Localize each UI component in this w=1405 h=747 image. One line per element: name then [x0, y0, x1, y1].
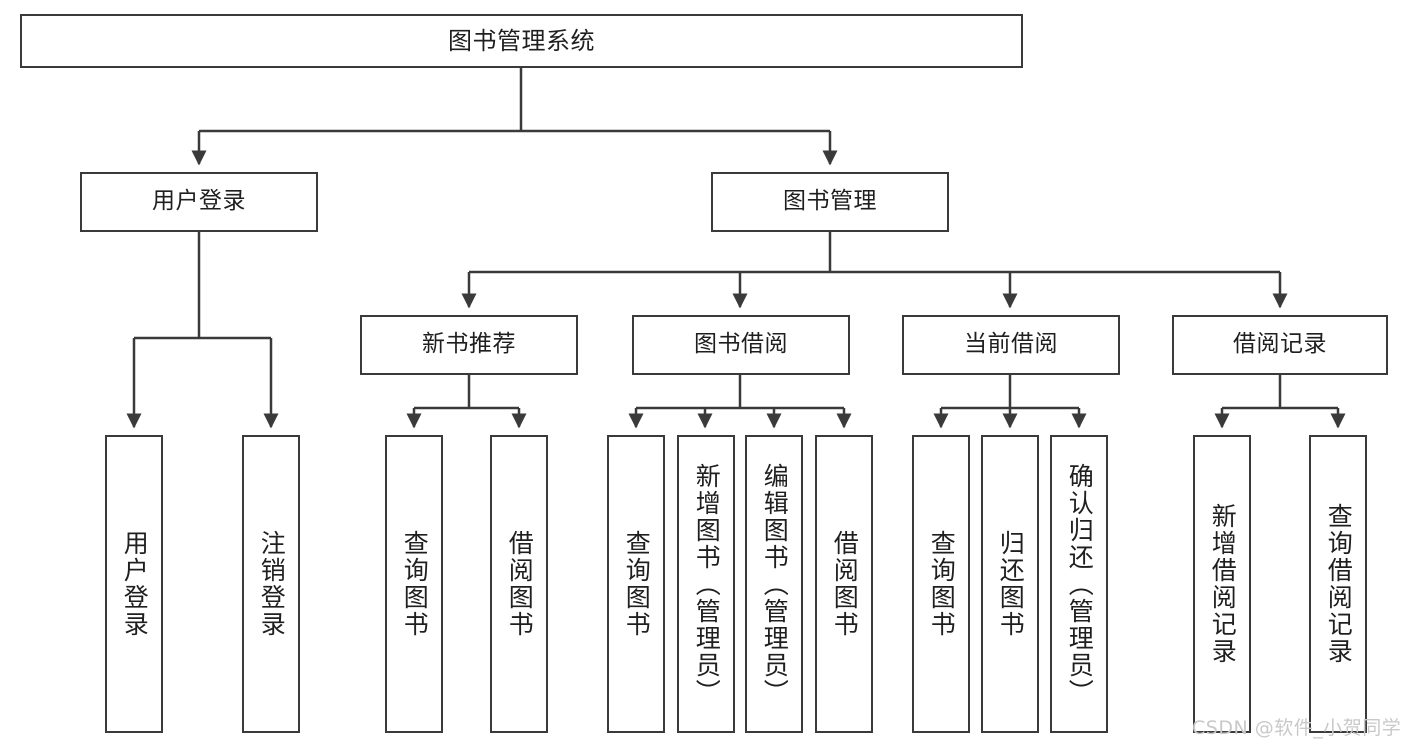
node-user-login-label: 用户登录 — [152, 188, 246, 215]
leaf-user-login[interactable]: 用户登录 — [105, 435, 163, 733]
leaf-query-book-1[interactable]: 查询图书 — [385, 435, 443, 733]
leaf-query-record[interactable]: 查询借阅记录 — [1309, 435, 1367, 733]
leaf-query-book-2[interactable]: 查询图书 — [607, 435, 665, 733]
leaf-query-book-1-label: 查询图书 — [400, 530, 430, 638]
leaf-add-record-label: 新增借阅记录 — [1208, 503, 1238, 665]
leaf-borrow-book-2[interactable]: 借阅图书 — [815, 435, 873, 733]
node-root-label: 图书管理系统 — [448, 26, 595, 55]
node-new-book-recommend[interactable]: 新书推荐 — [360, 315, 578, 375]
csdn-watermark: CSDN @软件_小贺同学 — [1192, 717, 1402, 739]
leaf-add-book[interactable]: 新增图书（管理员） — [677, 435, 735, 733]
leaf-edit-book-label: 编辑图书（管理员） — [760, 462, 790, 706]
leaf-edit-book[interactable]: 编辑图书（管理员） — [745, 435, 803, 733]
leaf-borrow-book-1[interactable]: 借阅图书 — [490, 435, 548, 733]
leaf-confirm-return[interactable]: 确认归还（管理员） — [1050, 435, 1108, 733]
leaf-query-record-label: 查询借阅记录 — [1324, 503, 1354, 665]
node-borrow-record-label: 借阅记录 — [1233, 331, 1327, 358]
leaf-return-book-label: 归还图书 — [996, 530, 1026, 638]
leaf-query-book-2-label: 查询图书 — [622, 530, 652, 638]
node-book-manage-label: 图书管理 — [783, 188, 877, 215]
node-current-borrow[interactable]: 当前借阅 — [902, 315, 1120, 375]
leaf-query-book-3[interactable]: 查询图书 — [912, 435, 970, 733]
leaf-logout-login[interactable]: 注销登录 — [242, 435, 300, 733]
leaf-return-book[interactable]: 归还图书 — [981, 435, 1039, 733]
node-new-book-recommend-label: 新书推荐 — [422, 331, 516, 358]
node-book-manage[interactable]: 图书管理 — [711, 172, 949, 232]
leaf-confirm-return-label: 确认归还（管理员） — [1065, 462, 1095, 706]
node-user-login[interactable]: 用户登录 — [80, 172, 318, 232]
leaf-add-record[interactable]: 新增借阅记录 — [1193, 435, 1251, 733]
leaf-borrow-book-2-label: 借阅图书 — [830, 530, 860, 638]
leaf-query-book-3-label: 查询图书 — [927, 530, 957, 638]
leaf-logout-login-label: 注销登录 — [257, 530, 287, 638]
node-book-borrow[interactable]: 图书借阅 — [632, 315, 850, 375]
node-borrow-record[interactable]: 借阅记录 — [1172, 315, 1388, 375]
leaf-add-book-label: 新增图书（管理员） — [692, 462, 722, 706]
node-root[interactable]: 图书管理系统 — [20, 14, 1023, 68]
node-current-borrow-label: 当前借阅 — [964, 331, 1058, 358]
node-book-borrow-label: 图书借阅 — [694, 331, 788, 358]
leaf-borrow-book-1-label: 借阅图书 — [505, 530, 535, 638]
leaf-user-login-label: 用户登录 — [120, 530, 150, 638]
